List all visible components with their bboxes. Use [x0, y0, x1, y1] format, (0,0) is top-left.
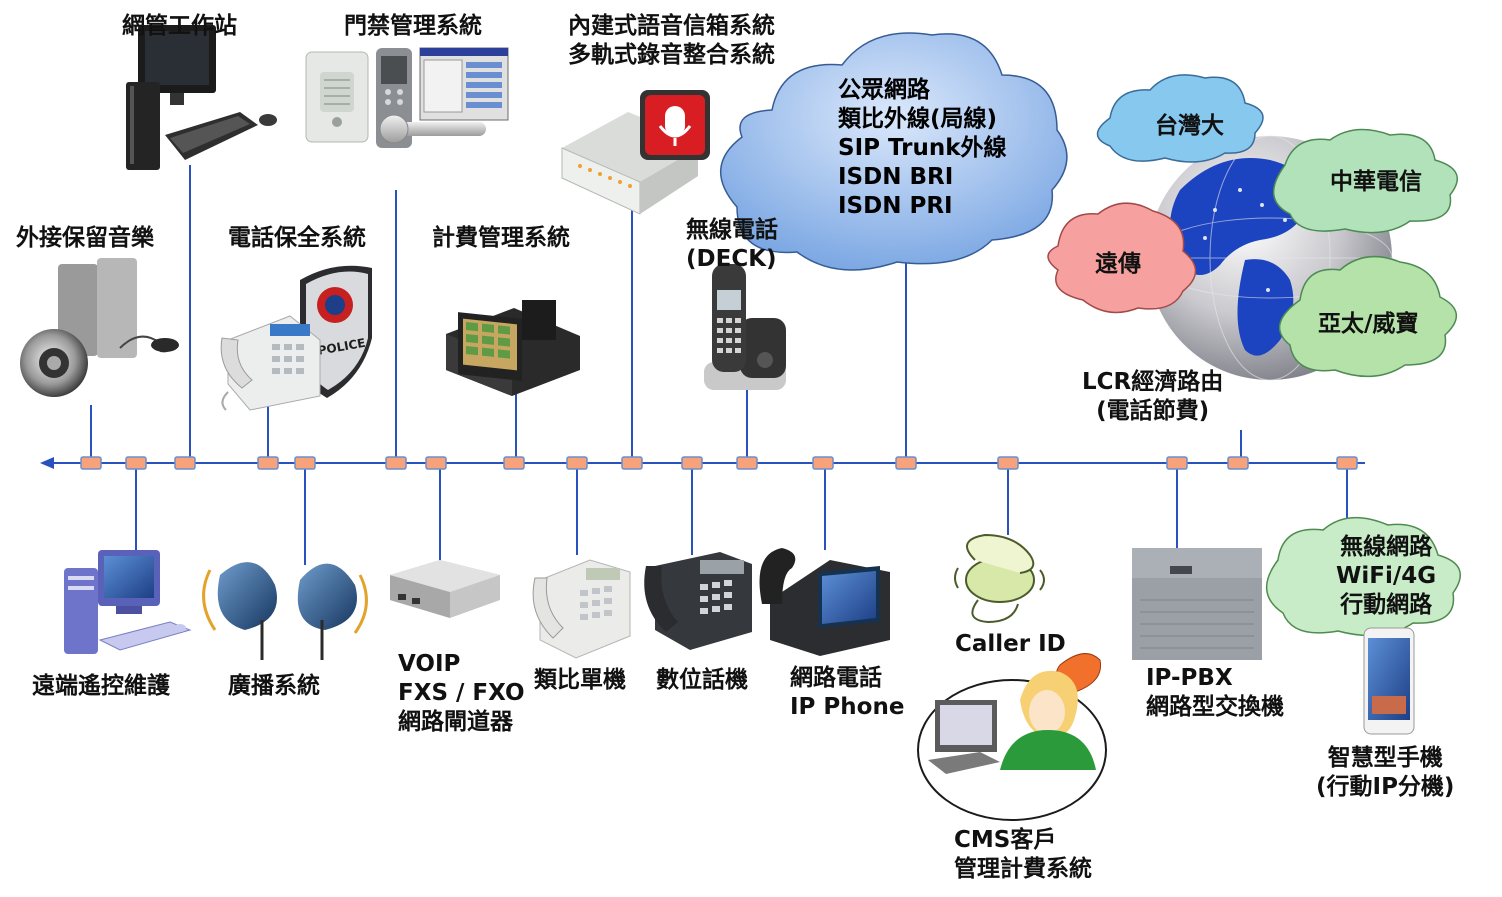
bus-node — [812, 456, 834, 470]
carrier-apt-label: 亞太/威寶 — [1318, 311, 1419, 337]
smartphone-icon — [1363, 627, 1415, 735]
carrier-fet-label: 遠傳 — [1095, 251, 1141, 277]
carrier-taiwan-label: 台灣大 — [1155, 113, 1224, 139]
bus-node — [125, 456, 147, 470]
bus-node — [257, 456, 279, 470]
public-network-line: 類比外線(局線) — [838, 106, 998, 132]
voip-gateway-icon — [390, 560, 500, 618]
label-nms: 網管工作站 — [122, 13, 237, 39]
bus-nodes — [80, 456, 1358, 470]
label-smartphone-line1: 智慧型手機 — [1327, 745, 1443, 771]
label-voicemail-line1: 內建式語音信箱系統 — [568, 13, 775, 39]
label-voip-line1: VOIP — [398, 651, 461, 677]
speaker-icon — [20, 258, 179, 397]
access-control-icon — [305, 47, 509, 148]
label-cms: CMS客戶 管理計費系統 — [954, 826, 1092, 884]
bus-node — [681, 456, 703, 470]
label-ip-pbx-line1: IP-PBX — [1146, 665, 1233, 691]
label-smartphone-line2: (行動IP分機) — [1316, 774, 1455, 800]
bus-node — [1166, 456, 1188, 470]
voicemail-device-icon — [561, 90, 710, 215]
label-ip-phone-line2: IP Phone — [790, 694, 905, 720]
bus-node — [566, 456, 588, 470]
ip-phone-icon — [759, 548, 890, 656]
label-ip-phone: 網路電話 IP Phone — [790, 664, 904, 722]
label-phone-security: 電話保全系統 — [228, 225, 366, 251]
label-voip-line2: FXS / FXO — [398, 680, 525, 706]
bus-node — [621, 456, 643, 470]
public-network-line: 公眾網路 — [838, 77, 930, 103]
carrier-cht-label: 中華電信 — [1330, 169, 1422, 195]
label-billing: 計費管理系統 — [432, 225, 570, 251]
label-dect-line1: 無線電話 — [686, 217, 778, 243]
carrier-cloud-taiwan — [1096, 74, 1264, 163]
label-access-control: 門禁管理系統 — [344, 13, 482, 39]
label-remote-maintenance: 遠端遙控維護 — [32, 673, 170, 699]
label-dect: 無線電話 (DECK) — [686, 216, 778, 274]
label-lcr: LCR經濟路由 (電話節費) — [1082, 368, 1223, 426]
label-lcr-line2: (電話節費) — [1096, 398, 1210, 424]
label-smartphone: 智慧型手機 (行動IP分機) — [1316, 744, 1454, 802]
wireless-network-line: WiFi/4G — [1336, 563, 1437, 589]
label-voip-line3: 網路閘道器 — [398, 709, 513, 735]
bus-node — [1336, 456, 1358, 470]
label-broadcast: 廣播系統 — [228, 673, 320, 699]
public-network-text: 公眾網路 類比外線(局線) SIP Trunk外線 ISDN BRI ISDN … — [838, 76, 1007, 221]
cms-operator-icon — [917, 653, 1107, 821]
caller-id-icon — [954, 533, 1045, 624]
label-voip-gateway: VOIP FXS / FXO 網路閘道器 — [398, 650, 525, 737]
bus-node — [736, 456, 758, 470]
broadcast-horn-icon — [202, 562, 368, 660]
analog-phone-icon — [532, 559, 631, 659]
label-caller-id: Caller ID — [955, 631, 1066, 657]
bus-node — [385, 456, 407, 470]
label-voicemail-line2: 多軌式錄音整合系統 — [568, 42, 775, 68]
wireless-network-cloud — [1265, 516, 1462, 637]
public-network-cloud — [720, 32, 1068, 271]
label-digital-phone: 數位話機 — [656, 667, 748, 693]
remote-computer-icon — [64, 550, 192, 654]
public-network-line: SIP Trunk外線 — [838, 135, 1007, 161]
ip-pbx-icon — [1132, 548, 1262, 660]
bus-node — [997, 456, 1019, 470]
carrier-cloud-apt — [1278, 255, 1457, 378]
security-phone-icon: POLICE — [220, 265, 372, 411]
label-ip-phone-line1: 網路電話 — [790, 665, 882, 691]
label-ip-pbx: IP-PBX 網路型交換機 — [1146, 664, 1284, 722]
label-analog-phone: 類比單機 — [534, 667, 626, 693]
bus-node — [80, 456, 102, 470]
label-voicemail: 內建式語音信箱系統 多軌式錄音整合系統 — [568, 12, 775, 70]
digital-phone-icon — [644, 552, 752, 650]
label-lcr-line1: LCR經濟路由 — [1082, 369, 1224, 395]
label-dect-line2: (DECK) — [686, 246, 777, 272]
label-music-on-hold: 外接保留音樂 — [16, 225, 154, 251]
label-cms-line1: CMS客戶 — [954, 827, 1057, 853]
bus-node — [895, 456, 917, 470]
bus-node — [425, 456, 447, 470]
wireless-network-line: 行動網路 — [1340, 592, 1433, 618]
label-cms-line2: 管理計費系統 — [954, 856, 1092, 882]
dect-phone-icon — [704, 264, 786, 390]
wireless-network-text: 無線網路 WiFi/4G 行動網路 — [1336, 533, 1436, 620]
bus-node — [174, 456, 196, 470]
label-ip-pbx-line2: 網路型交換機 — [1146, 694, 1284, 720]
carrier-cloud-cht — [1272, 128, 1459, 234]
bus-node — [503, 456, 525, 470]
public-network-line: ISDN BRI — [838, 164, 954, 190]
connector-lines — [90, 165, 1348, 565]
workstation-icon — [126, 25, 277, 170]
pos-terminal-icon — [446, 300, 580, 396]
bus-node — [294, 456, 316, 470]
wireless-network-line: 無線網路 — [1340, 534, 1433, 560]
public-network-line: ISDN PRI — [838, 193, 953, 219]
carrier-cloud-fet — [1047, 202, 1197, 314]
bus-node — [1227, 456, 1249, 470]
